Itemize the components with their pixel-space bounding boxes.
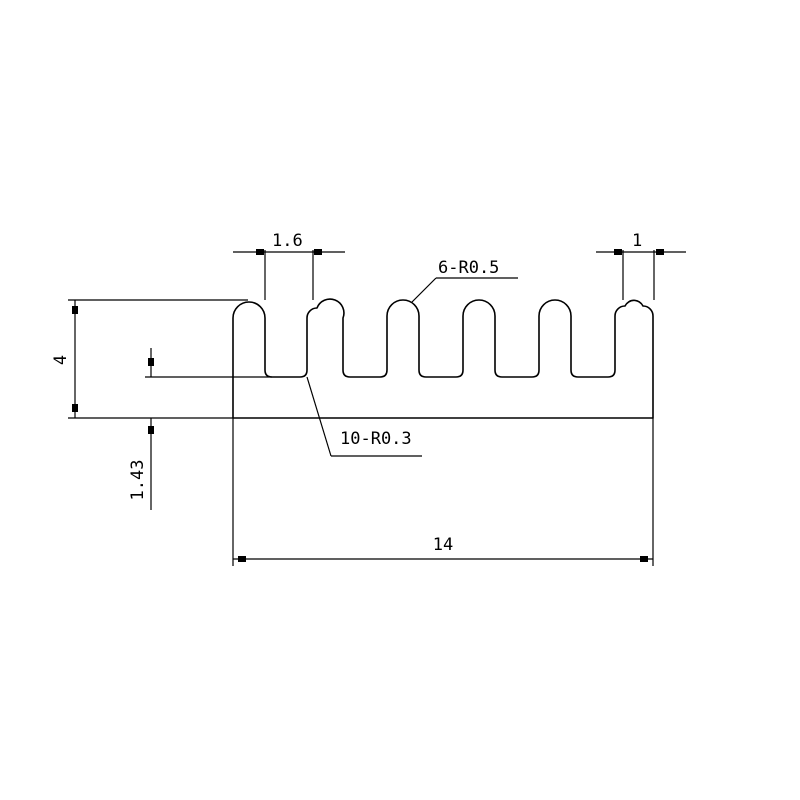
dimension-tick [72, 404, 78, 412]
leader-line [411, 277, 437, 303]
dimension-tick [256, 249, 264, 255]
dimension-tick [614, 249, 622, 255]
dimension-tick [148, 358, 154, 366]
dimension-tick [148, 426, 154, 434]
dimension-tick [656, 249, 664, 255]
dimension-fin-pitch: 1.6 [233, 231, 345, 300]
dimension-tick [238, 556, 246, 562]
fin-pitch-label: 1.6 [272, 231, 303, 251]
fin-width-label: 1 [632, 231, 642, 251]
dimension-overall-height: 4 [51, 299, 248, 419]
root-radius-label: 10-R0.3 [340, 429, 412, 449]
dimension-tick [72, 306, 78, 314]
dimension-tick [314, 249, 322, 255]
dimension-fin-width: 1 [596, 231, 686, 300]
callout-tip-radius: 6-R0.5 [411, 258, 518, 303]
profile-outline [232, 298, 654, 419]
dimension-overall-width: 14 [232, 418, 654, 566]
leader-line [306, 376, 332, 457]
overall-width-label: 14 [433, 535, 453, 555]
overall-height-label: 4 [51, 355, 71, 365]
dimension-base-thickness: 1.43 [128, 348, 272, 510]
dimension-tick [640, 556, 648, 562]
tip-radius-label: 6-R0.5 [438, 258, 499, 278]
callout-root-radius: 10-R0.3 [306, 376, 422, 457]
base-thickness-label: 1.43 [128, 460, 148, 501]
